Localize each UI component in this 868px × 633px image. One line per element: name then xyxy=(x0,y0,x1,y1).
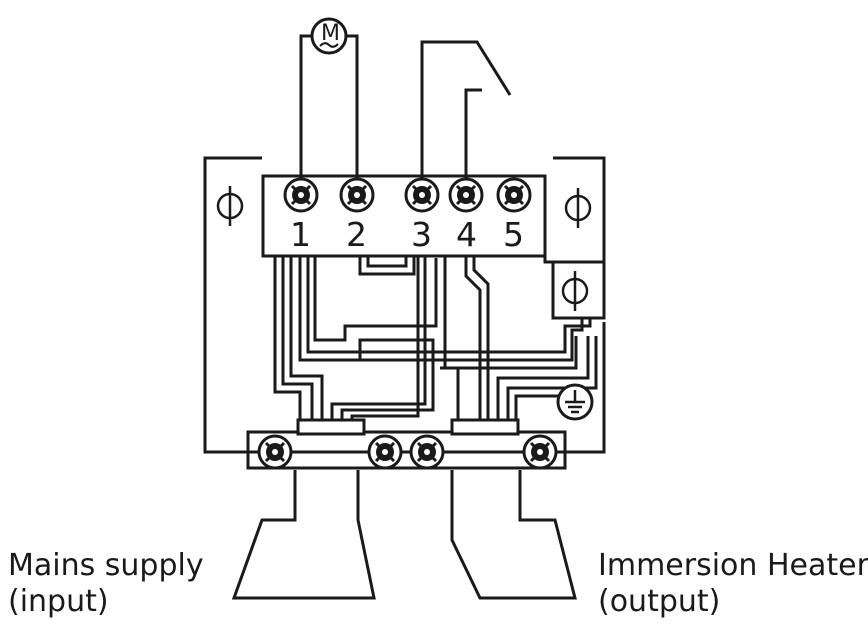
thermostat-lead-4 xyxy=(466,90,482,184)
housing-outline xyxy=(205,158,262,452)
motor-lead-2 xyxy=(344,36,357,184)
mains-cable xyxy=(234,470,374,598)
terminal-number-5: 5 xyxy=(503,215,524,254)
terminal-number-1: 1 xyxy=(290,215,311,254)
heater-label-line1: Immersion Heater xyxy=(598,548,868,584)
mains-label-line2: (input) xyxy=(8,584,109,620)
bottom-terminal-strip xyxy=(248,432,565,468)
heater-label-line2: (output) xyxy=(598,584,720,620)
mains-label-line1: Mains supply xyxy=(8,548,204,584)
heater-cable xyxy=(452,470,575,598)
terminal-number-2: 2 xyxy=(346,215,367,254)
motor-lead-1 xyxy=(301,36,314,184)
terminal-number-4: 4 xyxy=(456,215,477,254)
motor-letter: M xyxy=(321,21,340,46)
terminal-number-3: 3 xyxy=(411,215,432,254)
